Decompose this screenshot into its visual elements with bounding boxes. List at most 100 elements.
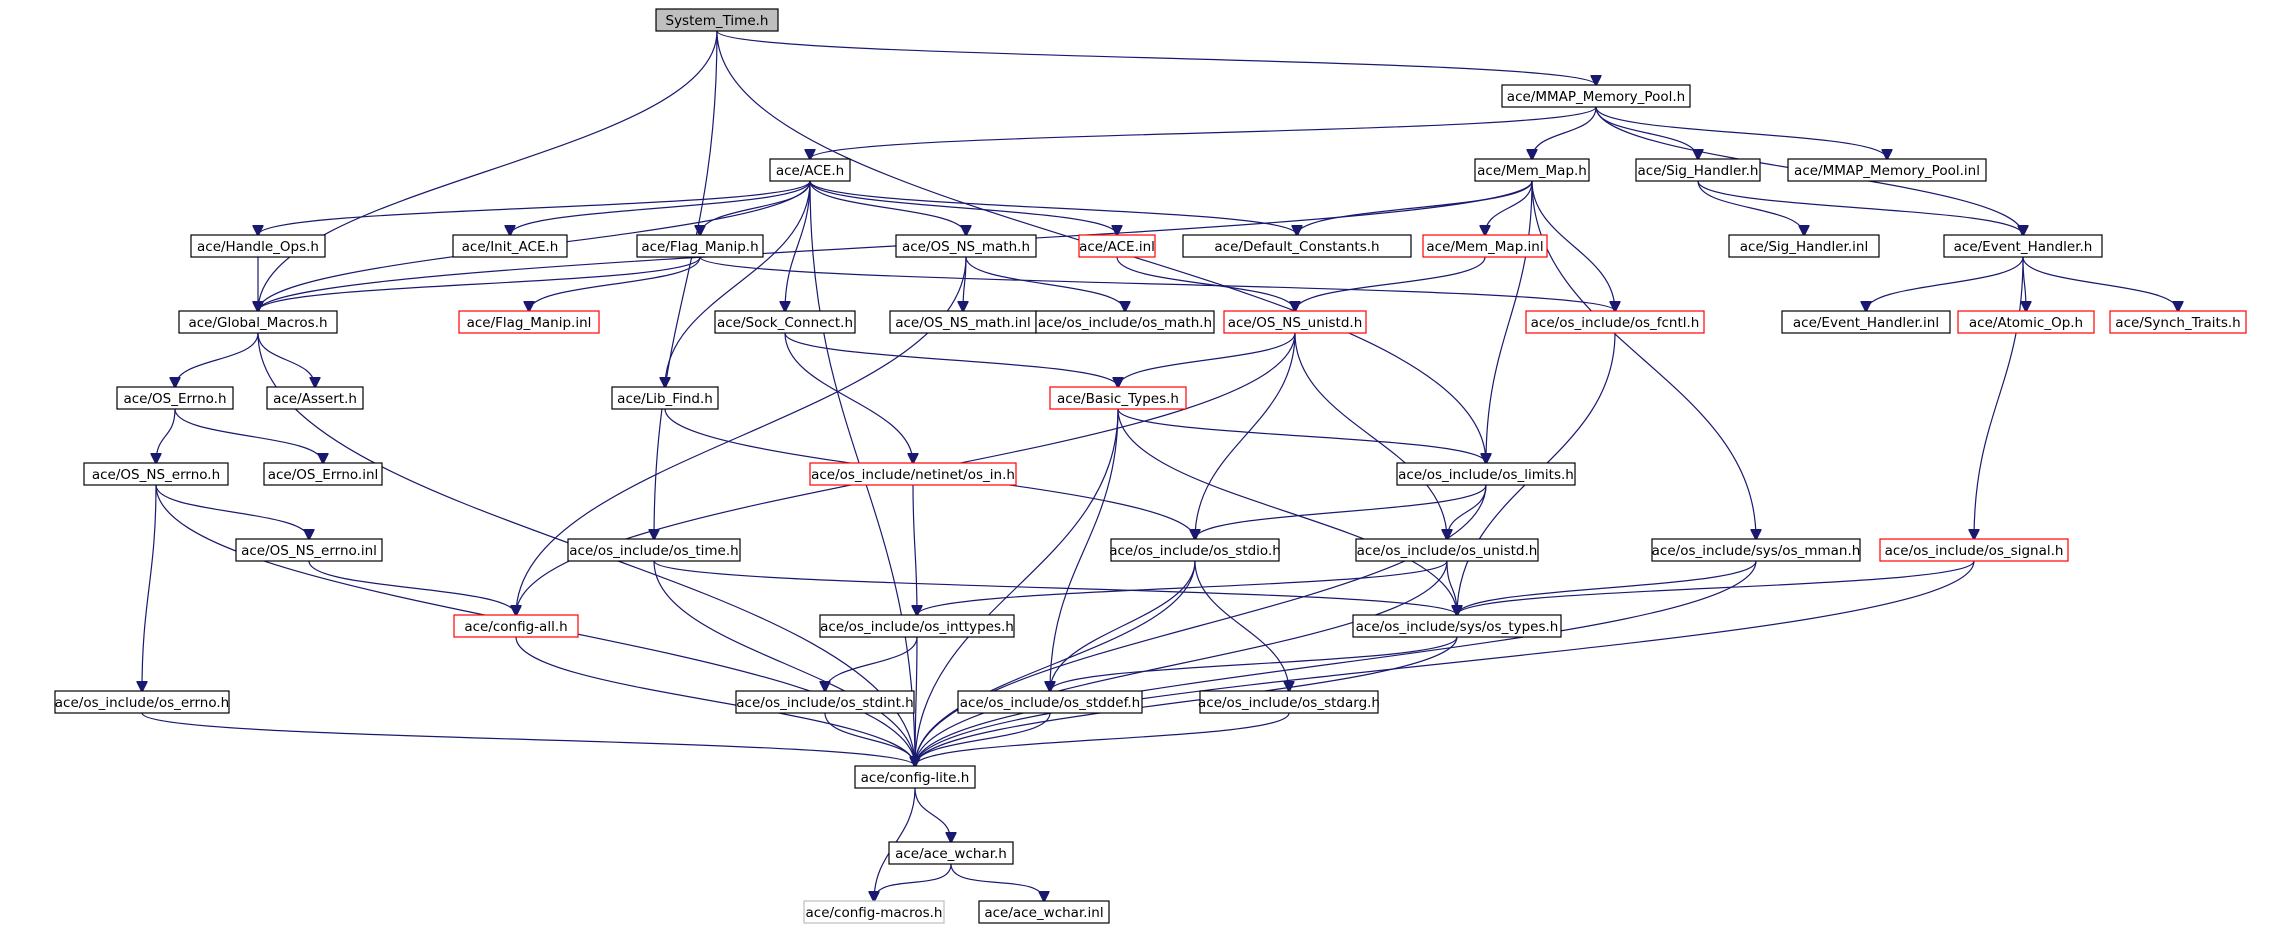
node-box — [1943, 234, 2103, 258]
node-init-ace-h[interactable]: ace/Init_ACE.h — [452, 234, 568, 258]
node-os-inttypes-h[interactable]: ace/os_include/os_inttypes.h — [819, 614, 1015, 638]
node-box — [957, 690, 1143, 714]
node-label: ace/ACE.h — [776, 163, 844, 179]
node-os-stdarg-h[interactable]: ace/os_include/os_stdarg.h — [1198, 690, 1380, 714]
edge-mem_map_h-to-default_constants_h — [1297, 180, 1533, 235]
node-os-limits-h[interactable]: ace/os_include/os_limits.h — [1396, 462, 1576, 486]
edge-ace_wchar_h-to-ace_wchar_inl — [950, 863, 1044, 901]
edge-os_time_h-to-config_lite_h — [653, 560, 915, 766]
edge-os_inttypes_h-to-config_lite_h — [915, 636, 917, 766]
edge-event_handler_h-to-synch_traits_h — [2022, 256, 2178, 311]
edge-os_ns_errno_inl-to-config_all_h — [308, 560, 516, 615]
node-os-errno-inl[interactable]: ace/OS_Errno.inl — [263, 462, 383, 486]
edge-os_errno_h-to-os_ns_errno_h — [156, 408, 176, 463]
node-mem-map-inl[interactable]: ace/Mem_Map.inl — [1422, 234, 1548, 258]
node-label: ace/os_include/sys/os_types.h — [1356, 619, 1559, 635]
node-os-ns-math-inl[interactable]: ace/OS_NS_math.inl — [889, 310, 1037, 334]
edge-system_time-to-os_time_h — [654, 30, 718, 539]
node-config-all-h[interactable]: ace/config-all.h — [453, 614, 579, 638]
edge-os_ns_math_h-to-os_math_h — [965, 256, 1125, 311]
edge-os_unistd_h-to-config_lite_h — [915, 560, 1448, 766]
node-ace-wchar-h[interactable]: ace/ace_wchar.h — [888, 841, 1014, 865]
node-mmap-pool-inl[interactable]: ace/MMAP_Memory_Pool.inl — [1787, 158, 1987, 182]
node-label: ace/os_include/os_time.h — [569, 543, 738, 559]
node-box — [803, 900, 945, 924]
edge-os_limits_h-to-config_lite_h — [915, 484, 1487, 766]
node-label: ace/os_include/netinet/os_in.h — [811, 467, 1015, 483]
node-os-math-h[interactable]: ace/os_include/os_math.h — [1035, 310, 1215, 334]
edge-sys_os_mman_h-to-config_lite_h — [915, 560, 1757, 766]
node-box — [1078, 234, 1156, 258]
node-label: ace/Default_Constants.h — [1214, 239, 1379, 255]
node-event-handler-h[interactable]: ace/Event_Handler.h — [1943, 234, 2103, 258]
edge-sys_os_mman_h-to-sys_os_types_h — [1457, 560, 1757, 615]
node-box — [83, 462, 229, 486]
edge-ace_h-to-sock_connect_h — [785, 180, 811, 311]
node-event-handler-inl[interactable]: ace/Event_Handler.inl — [1781, 310, 1951, 334]
node-label: ace/Flag_Manip.inl — [467, 315, 592, 331]
node-config-macros-h[interactable]: ace/config-macros.h — [803, 900, 945, 924]
edge-system_time-to-global_macros_h — [258, 30, 718, 311]
node-os-fcntl-h[interactable]: ace/os_include/os_fcntl.h — [1525, 310, 1705, 334]
node-lib-find-h[interactable]: ace/Lib_Find.h — [611, 386, 719, 410]
node-label: ace/Handle_Ops.h — [197, 239, 319, 255]
node-box — [1223, 310, 1367, 334]
node-os-signal-h[interactable]: ace/os_include/os_signal.h — [1879, 538, 2069, 562]
node-label: ace/Basic_Types.h — [1057, 391, 1179, 407]
edge-ace_h-to-init_ace_h — [510, 180, 811, 235]
node-os-stddef-h[interactable]: ace/os_include/os_stddef.h — [957, 690, 1143, 714]
node-os-stdio-h[interactable]: ace/os_include/os_stdio.h — [1109, 538, 1281, 562]
node-os-ns-errno-inl[interactable]: ace/OS_NS_errno.inl — [235, 538, 383, 562]
node-sig-handler-inl[interactable]: ace/Sig_Handler.inl — [1728, 234, 1880, 258]
node-synch-traits-h[interactable]: ace/Synch_Traits.h — [2109, 310, 2247, 334]
node-ace-h[interactable]: ace/ACE.h — [769, 158, 851, 182]
node-label: ace/os_include/os_stdint.h — [736, 695, 913, 711]
node-config-lite-h[interactable]: ace/config-lite.h — [854, 765, 976, 789]
node-mmap-pool-h[interactable]: ace/MMAP_Memory_Pool.h — [1501, 84, 1691, 108]
node-os-ns-errno-h[interactable]: ace/OS_NS_errno.h — [83, 462, 229, 486]
edge-mem_map_inl-to-os_ns_unistd_h — [1295, 256, 1486, 311]
node-os-errno-os-h[interactable]: ace/os_include/os_errno.h — [54, 690, 230, 714]
edge-mem_map_h-to-mem_map_inl — [1485, 180, 1533, 235]
node-sys-os-types-h[interactable]: ace/os_include/sys/os_types.h — [1352, 614, 1562, 638]
node-mem-map-h[interactable]: ace/Mem_Map.h — [1474, 158, 1590, 182]
node-box — [1049, 386, 1187, 410]
node-ace-wchar-inl[interactable]: ace/ace_wchar.inl — [978, 900, 1110, 924]
edge-os_time_h-to-sys_os_types_h — [653, 560, 1457, 615]
node-basic-types-h[interactable]: ace/Basic_Types.h — [1049, 386, 1187, 410]
node-box — [1422, 234, 1548, 258]
edge-os_ns_errno_h-to-os_ns_errno_inl — [155, 484, 309, 539]
node-label: ace/os_include/os_limits.h — [1398, 467, 1574, 483]
node-global-macros-h[interactable]: ace/Global_Macros.h — [178, 310, 338, 334]
node-os-ns-math-h[interactable]: ace/OS_NS_math.h — [895, 234, 1037, 258]
node-box — [1474, 158, 1590, 182]
node-flag-manip-inl[interactable]: ace/Flag_Manip.inl — [458, 310, 600, 334]
node-sys-os-mman-h[interactable]: ace/os_include/sys/os_mman.h — [1651, 538, 1861, 562]
node-netinet-os-in-h[interactable]: ace/os_include/netinet/os_in.h — [809, 462, 1017, 486]
edge-os_limits_h-to-os_stdio_h — [1195, 484, 1487, 539]
node-label: ace/os_include/os_inttypes.h — [820, 619, 1014, 635]
node-os-ns-unistd-h[interactable]: ace/OS_NS_unistd.h — [1223, 310, 1367, 334]
edge-event_handler_h-to-event_handler_inl — [1866, 256, 2024, 311]
node-label: ace/Sig_Handler.h — [1638, 163, 1759, 179]
edge-sig_handler_h-to-event_handler_h — [1697, 180, 2023, 235]
node-label: ace/Mem_Map.h — [1477, 163, 1587, 179]
node-default-constants-h[interactable]: ace/Default_Constants.h — [1182, 234, 1412, 258]
node-box — [809, 462, 1017, 486]
edge-config_all_h-to-config_lite_h — [515, 636, 915, 766]
node-assert-h[interactable]: ace/Assert.h — [266, 386, 364, 410]
node-system-time[interactable]: System_Time.h — [655, 8, 779, 32]
node-atomic-op-h[interactable]: ace/Atomic_Op.h — [1957, 310, 2095, 334]
node-os-errno-h[interactable]: ace/OS_Errno.h — [116, 386, 234, 410]
node-box — [1635, 158, 1761, 182]
node-os-time-h[interactable]: ace/os_include/os_time.h — [567, 538, 741, 562]
node-os-unistd-h[interactable]: ace/os_include/os_unistd.h — [1355, 538, 1539, 562]
node-flag-manip-h[interactable]: ace/Flag_Manip.h — [636, 234, 764, 258]
node-sock-connect-h[interactable]: ace/Sock_Connect.h — [714, 310, 856, 334]
node-label: ace/Assert.h — [273, 391, 357, 407]
node-handle-ops-h[interactable]: ace/Handle_Ops.h — [190, 234, 326, 258]
node-box — [235, 538, 383, 562]
node-os-stdint-h[interactable]: ace/os_include/os_stdint.h — [735, 690, 915, 714]
node-sig-handler-h[interactable]: ace/Sig_Handler.h — [1635, 158, 1761, 182]
node-ace-inl[interactable]: ace/ACE.inl — [1078, 234, 1156, 258]
